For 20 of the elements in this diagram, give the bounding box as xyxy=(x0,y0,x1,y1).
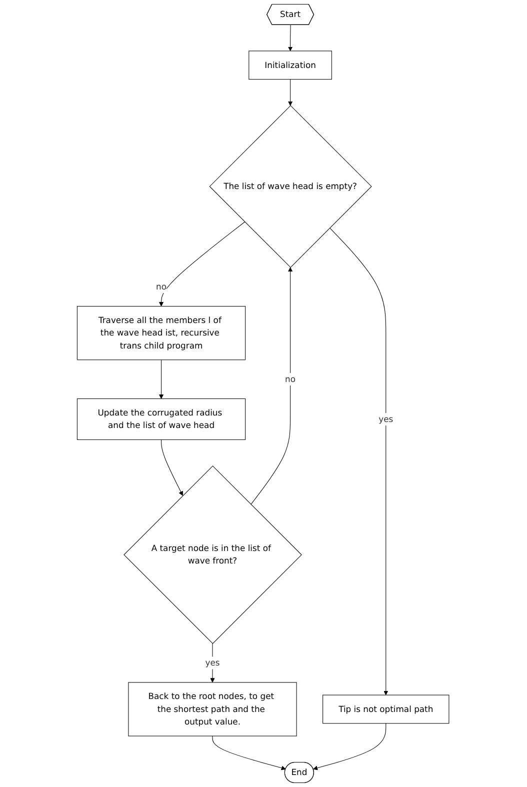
arrow xyxy=(161,439,184,496)
node-box: Traverse all the members l of the wave head ist, recursive trans child program xyxy=(77,306,246,360)
arrow xyxy=(251,267,294,505)
node-diamond: The list of wave head is empty? xyxy=(210,105,372,268)
node-box: Back to the root nodes, to get the shortest path and the output value. xyxy=(128,682,298,736)
arrow xyxy=(212,736,286,770)
arrow xyxy=(159,222,246,306)
arrow xyxy=(288,24,294,52)
edge-label: no xyxy=(156,282,167,292)
arrow xyxy=(288,79,294,106)
node-box: Tip is not optimal path xyxy=(322,694,450,724)
edge-label: yes xyxy=(379,414,394,424)
arrow xyxy=(159,360,164,399)
node-box: Update the corrugated radius and the list of wave head xyxy=(77,398,246,440)
arrow xyxy=(313,723,387,770)
node-box: Initialization xyxy=(249,50,332,80)
edge-label: no xyxy=(285,374,296,384)
node-diamond: A target node is in the list of wave front? xyxy=(124,466,302,644)
arrow xyxy=(330,228,389,696)
edge-label: yes xyxy=(206,658,220,668)
